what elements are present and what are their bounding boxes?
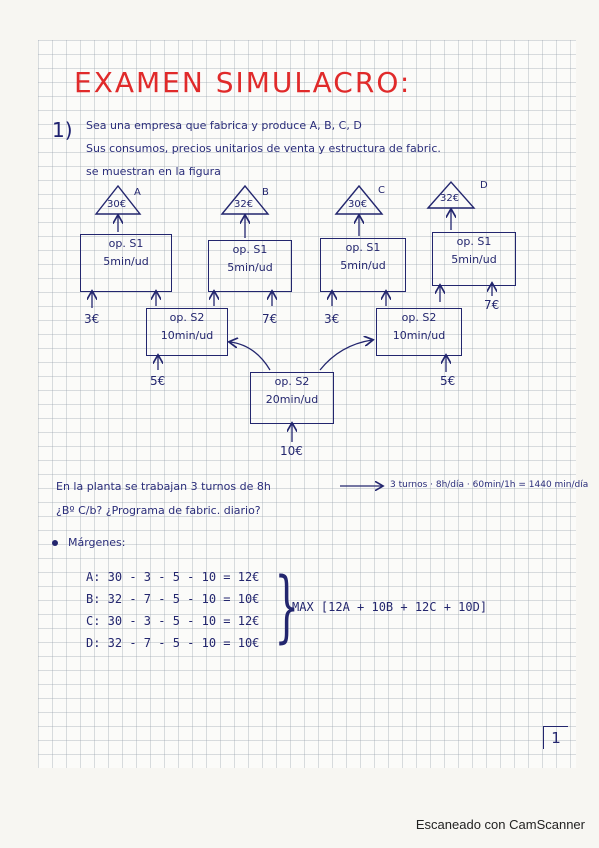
op-name: op. S1 bbox=[345, 241, 381, 254]
page-title: EXAMEN SIMULACRO: bbox=[74, 66, 412, 99]
op-name: op. S2 bbox=[274, 375, 310, 388]
price-a: 30€ bbox=[107, 199, 127, 210]
cost-s2-left: 5€ bbox=[150, 374, 166, 388]
question-number: 1) bbox=[52, 118, 73, 142]
margin-d: D: 32 - 7 - 5 - 10 = 10€ bbox=[86, 636, 260, 650]
op-time: 5min/ud bbox=[227, 261, 273, 274]
margins-heading: Márgenes: bbox=[68, 536, 126, 549]
product-a-label: A bbox=[134, 187, 141, 198]
page-number: 1 bbox=[543, 726, 568, 749]
brace: } bbox=[274, 562, 300, 652]
shift-calc: 3 turnos · 8h/día · 60min/1h = 1440 min/… bbox=[390, 480, 589, 490]
op-time: 20min/ud bbox=[265, 393, 319, 406]
op-name: op. S2 bbox=[169, 311, 205, 324]
cost-s2-right: 5€ bbox=[440, 374, 456, 388]
cost-b: 7€ bbox=[262, 312, 278, 326]
op-s1-box-a: op. S1 5min/ud bbox=[80, 234, 172, 292]
op-time: 5min/ud bbox=[103, 255, 149, 268]
statement-line-3: se muestran en la figura bbox=[86, 165, 221, 178]
product-b-label: B bbox=[262, 187, 269, 198]
op-s1-box-d: op. S1 5min/ud bbox=[432, 232, 516, 286]
cost-s3: 10€ bbox=[280, 444, 303, 458]
objective-function: MAX [12A + 10B + 12C + 10D] bbox=[292, 600, 488, 614]
grid-paper bbox=[38, 40, 576, 768]
statement-line-1: Sea una empresa que fabrica y produce A,… bbox=[86, 119, 362, 132]
op-s2-box-right: op. S2 10min/ud bbox=[376, 308, 462, 356]
op-time: 5min/ud bbox=[451, 253, 497, 266]
op-s1-box-c: op. S1 5min/ud bbox=[320, 238, 406, 292]
shift-text: En la planta se trabajan 3 turnos de 8h bbox=[56, 480, 271, 493]
op-name: op. S1 bbox=[456, 235, 492, 248]
op-name: op. S1 bbox=[232, 243, 268, 256]
op-s1-box-b: op. S1 5min/ud bbox=[208, 240, 292, 292]
op-s3-box: op. S2 20min/ud bbox=[250, 372, 334, 424]
margin-b: B: 32 - 7 - 5 - 10 = 10€ bbox=[86, 592, 260, 606]
question-text: ¿Bº C/b? ¿Programa de fabric. diario? bbox=[56, 504, 261, 517]
op-name: op. S1 bbox=[108, 237, 144, 250]
cost-c: 3€ bbox=[324, 312, 340, 326]
op-time: 10min/ud bbox=[160, 329, 214, 342]
bullet bbox=[52, 540, 58, 546]
margin-a: A: 30 - 3 - 5 - 10 = 12€ bbox=[86, 570, 260, 584]
op-s2-box-left: op. S2 10min/ud bbox=[146, 308, 228, 356]
scanner-watermark: Escaneado con CamScanner bbox=[415, 817, 585, 832]
cost-a: 3€ bbox=[84, 312, 100, 326]
price-c: 30€ bbox=[348, 199, 368, 210]
op-time: 5min/ud bbox=[340, 259, 386, 272]
op-name: op. S2 bbox=[401, 311, 437, 324]
product-c-label: C bbox=[378, 185, 385, 196]
cost-d: 7€ bbox=[484, 298, 500, 312]
op-time: 10min/ud bbox=[392, 329, 446, 342]
price-d: 32€ bbox=[440, 193, 460, 204]
product-d-label: D bbox=[480, 180, 488, 191]
statement-line-2: Sus consumos, precios unitarios de venta… bbox=[86, 142, 441, 155]
margin-c: C: 30 - 3 - 5 - 10 = 12€ bbox=[86, 614, 260, 628]
price-b: 32€ bbox=[234, 199, 254, 210]
